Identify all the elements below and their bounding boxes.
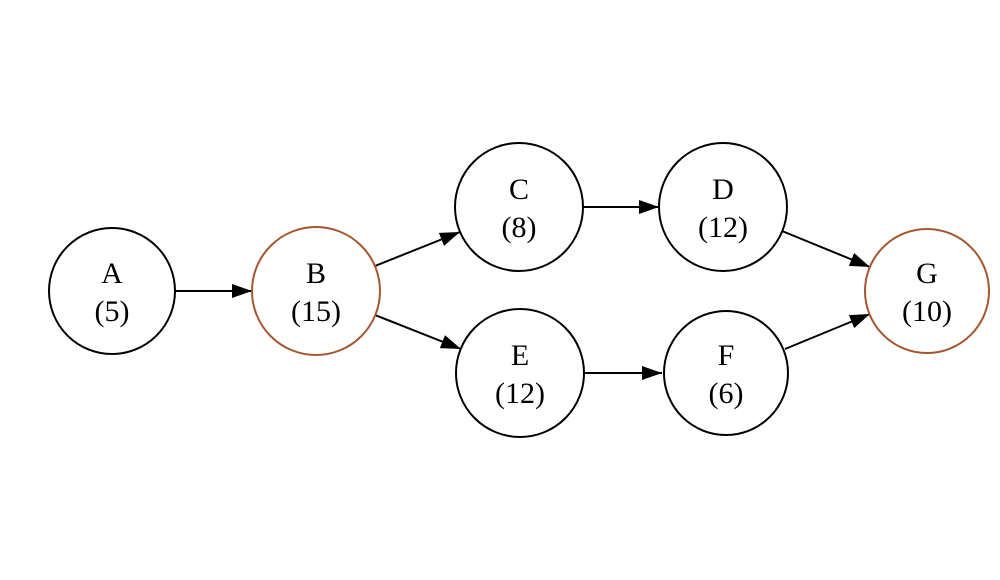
node-c-circle: [454, 142, 584, 272]
node-g-value: (10): [902, 295, 952, 328]
node-e-circle: [455, 308, 585, 438]
node-d-value: (12): [698, 211, 748, 244]
node-c-label: C: [509, 173, 529, 206]
edge-b-c: [374, 231, 461, 267]
edges-layer: [175, 200, 871, 380]
node-a-circle: [48, 227, 176, 355]
edge-f-g: [784, 313, 871, 350]
node-e: E (12): [455, 308, 585, 438]
node-f: F (6): [663, 310, 789, 436]
node-d-label: D: [712, 173, 734, 206]
node-c-value: (8): [502, 211, 537, 244]
node-e-value: (12): [495, 377, 545, 410]
node-f-value: (6): [709, 377, 744, 410]
edge-b-e: [374, 314, 462, 350]
node-c: C (8): [454, 142, 584, 272]
edge-d-g: [781, 230, 871, 268]
node-a-value: (5): [95, 295, 130, 328]
node-b-value: (15): [291, 295, 341, 328]
node-d-circle: [658, 142, 788, 272]
node-g-circle: [864, 228, 990, 354]
node-a-label: A: [101, 257, 123, 290]
node-b-circle: [251, 226, 381, 356]
node-e-label: E: [511, 339, 529, 372]
node-g-label: G: [916, 257, 938, 290]
node-a: A (5): [48, 227, 176, 355]
node-g: G (10): [864, 228, 990, 354]
node-f-circle: [663, 310, 789, 436]
node-d: D (12): [658, 142, 788, 272]
node-f-label: F: [718, 339, 735, 372]
node-b: B (15): [251, 226, 381, 356]
node-b-label: B: [306, 257, 326, 290]
